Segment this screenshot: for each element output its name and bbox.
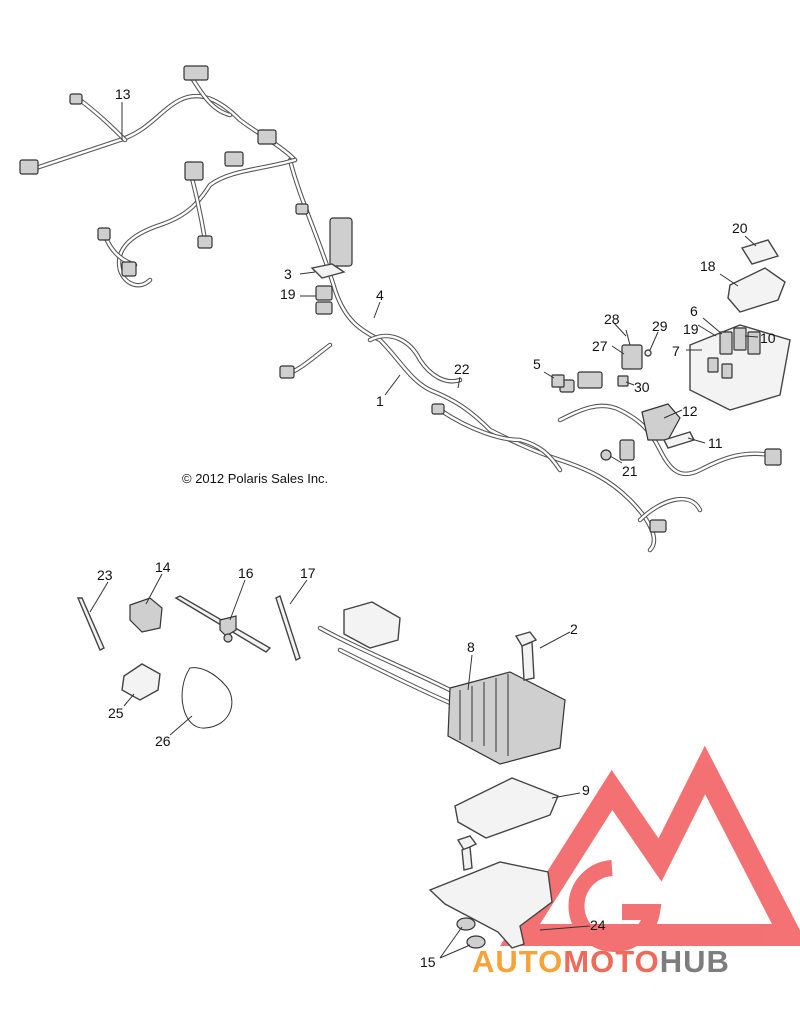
callout-18: 18 — [700, 258, 716, 274]
screw-28 — [625, 329, 631, 346]
bolt-9 — [456, 835, 478, 871]
callout-4: 4 — [376, 287, 384, 303]
callout-11: 11 — [708, 435, 723, 451]
watermark-hub: HUB — [660, 944, 730, 979]
watermark-moto: MOTO — [563, 944, 659, 979]
callout-26: 26 — [155, 733, 171, 749]
callout-6: 6 — [690, 303, 698, 319]
callout-17: 17 — [300, 565, 316, 581]
callout-16: 16 — [238, 565, 254, 581]
callout-10: 10 — [760, 330, 776, 346]
nut-15 — [456, 917, 486, 949]
main-wire-harness — [279, 157, 782, 553]
watermark-auto: AUTO — [472, 944, 563, 979]
voltage-regulator-8 — [317, 601, 566, 765]
cable-tie-17 — [275, 595, 301, 661]
callout-23: 23 — [97, 567, 113, 583]
upper-wire-harness — [19, 65, 309, 288]
fuse-box-cover-18 — [727, 267, 786, 313]
bracket-24 — [428, 861, 553, 949]
copyright-notice: © 2012 Polaris Sales Inc. — [182, 471, 328, 486]
plate-9 — [454, 777, 559, 839]
grommet-21 — [600, 449, 612, 461]
push-mount-tie-16 — [174, 595, 272, 653]
callout-7: 7 — [672, 343, 680, 359]
callout-19a: 19 — [280, 286, 296, 302]
callout-30: 30 — [634, 379, 650, 395]
label-20 — [740, 239, 780, 265]
callout-25: 25 — [108, 705, 124, 721]
strap-26 — [181, 667, 233, 729]
connector-part-19a — [315, 285, 333, 315]
callout-5: 5 — [533, 356, 541, 372]
watermark-logo — [499, 745, 800, 952]
clip-30 — [617, 375, 629, 387]
connector-part-3 — [310, 263, 346, 279]
callout-27: 27 — [592, 338, 608, 354]
callout-labels: 1 2 3 4 5 6 7 8 9 10 11 12 13 14 15 16 1… — [97, 86, 776, 970]
callout-22: 22 — [454, 361, 470, 377]
callout-8: 8 — [467, 639, 475, 655]
relay-27 — [621, 344, 643, 370]
clip-25 — [121, 663, 161, 701]
callout-12: 12 — [682, 403, 698, 419]
cable-tie-23 — [76, 597, 105, 651]
callout-3: 3 — [284, 266, 292, 282]
callout-13: 13 — [115, 86, 131, 102]
clip-14 — [129, 597, 163, 633]
callout-20: 20 — [732, 220, 748, 236]
callout-1: 1 — [376, 393, 384, 409]
svg-text:AUTOMOTOHUB: AUTOMOTOHUB — [472, 944, 730, 979]
callout-24: 24 — [590, 917, 606, 933]
callout-19b: 19 — [683, 321, 699, 337]
callout-28: 28 — [604, 311, 620, 327]
connector-5 — [551, 374, 565, 388]
callout-2: 2 — [570, 621, 578, 637]
callout-29: 29 — [652, 318, 668, 334]
nut-29 — [644, 349, 652, 357]
callout-9: 9 — [582, 782, 590, 798]
bolt-2 — [514, 631, 538, 681]
callout-15: 15 — [420, 954, 436, 970]
callout-14: 14 — [155, 559, 171, 575]
relay-block-12 — [641, 403, 681, 441]
watermark-text: AUTOMOTOHUB — [472, 944, 730, 979]
fuse-box-assembly — [689, 324, 791, 411]
callout-21: 21 — [622, 463, 638, 479]
callout-leaders — [89, 102, 759, 959]
